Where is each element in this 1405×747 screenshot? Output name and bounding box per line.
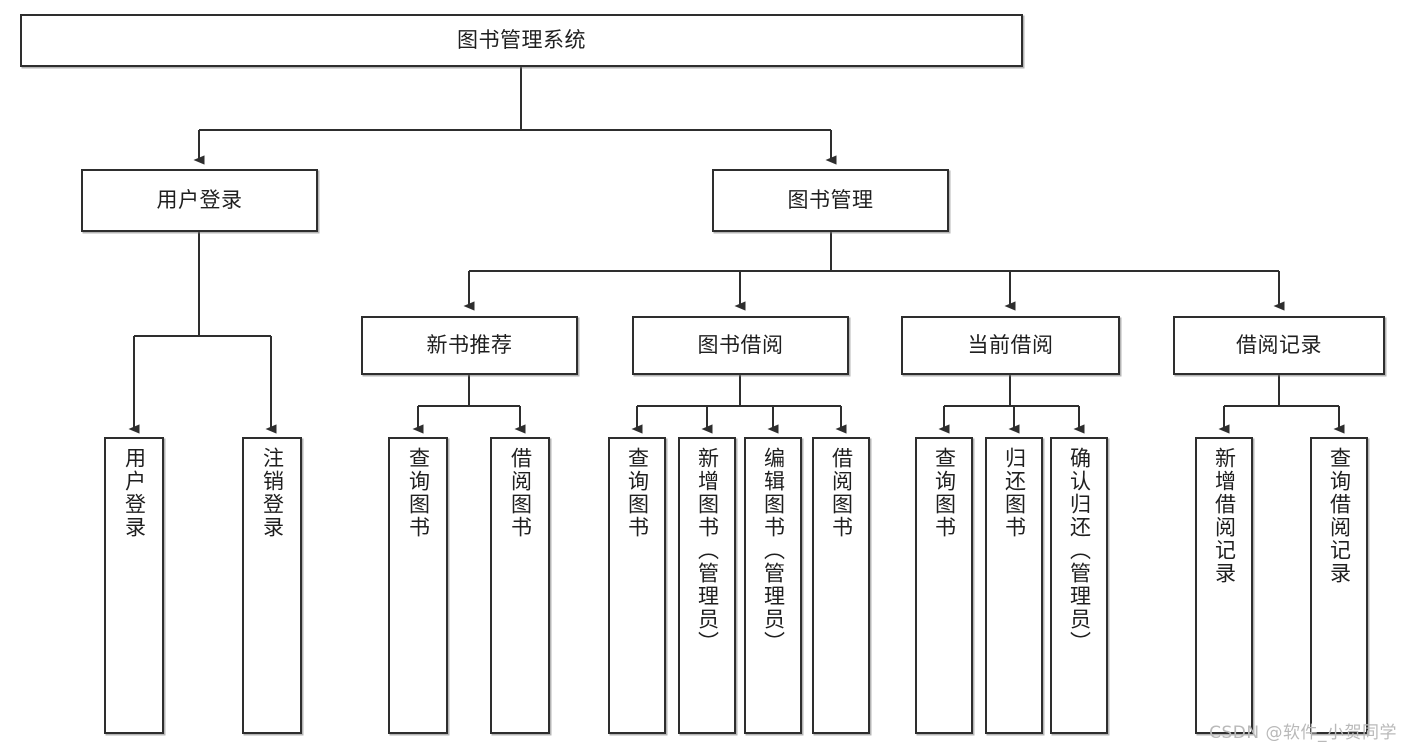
leaf-book-borrow-add-book-label: 新增图书（管理员） (695, 447, 720, 654)
leaf-book-borrow-query-book-label: 查询图书 (625, 447, 650, 539)
leaf-borrow-record-query-record[interactable]: 查询借阅记录 (1310, 437, 1368, 734)
leaf-user-login-logout[interactable]: 注销登录 (242, 437, 302, 734)
node-new-book-recommend[interactable]: 新书推荐 (361, 316, 578, 375)
leaf-new-book-borrow-book-label: 借阅图书 (508, 447, 533, 539)
node-root-label: 图书管理系统 (457, 28, 586, 53)
watermark: CSDN @软件_小贺同学 (1209, 723, 1397, 743)
node-borrow-record[interactable]: 借阅记录 (1173, 316, 1385, 375)
node-book-management[interactable]: 图书管理 (712, 169, 949, 232)
node-current-borrow[interactable]: 当前借阅 (901, 316, 1120, 375)
node-book-borrow[interactable]: 图书借阅 (632, 316, 849, 375)
node-new-book-recommend-label: 新书推荐 (426, 333, 513, 358)
node-book-borrow-label: 图书借阅 (697, 333, 784, 358)
leaf-book-borrow-edit-book[interactable]: 编辑图书（管理员） (744, 437, 802, 734)
node-root-book-management-system[interactable]: 图书管理系统 (20, 14, 1023, 67)
leaf-book-borrow-add-book[interactable]: 新增图书（管理员） (678, 437, 736, 734)
leaf-book-borrow-edit-book-label: 编辑图书（管理员） (761, 447, 786, 654)
leaf-new-book-borrow-book[interactable]: 借阅图书 (490, 437, 550, 734)
leaf-current-borrow-query-book-label: 查询图书 (932, 447, 957, 539)
leaf-user-login-logout-label: 注销登录 (260, 447, 285, 539)
node-current-borrow-label: 当前借阅 (967, 333, 1054, 358)
leaf-new-book-query-book[interactable]: 查询图书 (388, 437, 448, 734)
leaf-book-borrow-query-book[interactable]: 查询图书 (608, 437, 666, 734)
leaf-borrow-record-query-record-label: 查询借阅记录 (1327, 447, 1352, 585)
leaf-borrow-record-add-record-label: 新增借阅记录 (1212, 447, 1237, 585)
node-borrow-record-label: 借阅记录 (1236, 333, 1322, 358)
leaf-current-borrow-query-book[interactable]: 查询图书 (915, 437, 973, 734)
leaf-book-borrow-borrow-book-label: 借阅图书 (829, 447, 854, 539)
node-user-login[interactable]: 用户登录 (81, 169, 318, 232)
leaf-borrow-record-add-record[interactable]: 新增借阅记录 (1195, 437, 1253, 734)
node-user-login-label: 用户登录 (156, 188, 243, 213)
node-book-management-label: 图书管理 (787, 188, 874, 213)
leaf-current-borrow-return-book[interactable]: 归还图书 (985, 437, 1043, 734)
leaf-current-borrow-confirm-return-label: 确认归还（管理员） (1067, 447, 1092, 654)
leaf-current-borrow-confirm-return[interactable]: 确认归还（管理员） (1050, 437, 1108, 734)
leaf-user-login-login[interactable]: 用户登录 (104, 437, 164, 734)
leaf-current-borrow-return-book-label: 归还图书 (1002, 447, 1027, 539)
leaf-user-login-login-label: 用户登录 (122, 447, 147, 539)
leaf-book-borrow-borrow-book[interactable]: 借阅图书 (812, 437, 870, 734)
leaf-new-book-query-book-label: 查询图书 (406, 447, 431, 539)
